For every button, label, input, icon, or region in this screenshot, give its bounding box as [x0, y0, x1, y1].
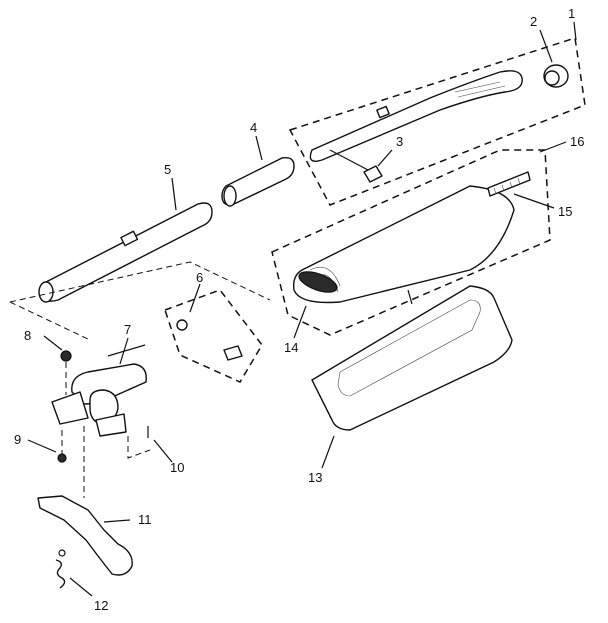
coupling-end [223, 185, 237, 207]
screw-9 [57, 453, 67, 463]
handle-group-outline [288, 37, 586, 206]
lower-wand-tube [38, 202, 213, 302]
spring-part [55, 549, 66, 589]
leader-7 [119, 337, 129, 365]
callout-2: 2 [530, 14, 537, 29]
plug-leader [329, 149, 369, 171]
callout-labels: 1 2 3 4 5 6 7 8 9 10 11 12 13 14 15 16 [14, 6, 584, 613]
callout-3: 3 [396, 134, 403, 149]
swivel-bracket-left [51, 391, 89, 425]
leader-4 [255, 135, 263, 161]
wand-base-outline [9, 261, 271, 303]
fastener-nut [176, 319, 188, 331]
leader-5 [171, 177, 177, 211]
callout-12: 12 [94, 598, 108, 613]
callout-14: 14 [284, 340, 298, 355]
fastener-group [164, 289, 263, 383]
wand-part [38, 202, 213, 303]
leader-3 [377, 149, 393, 167]
swivel-joint [89, 389, 119, 425]
callout-15: 15 [558, 204, 572, 219]
dust-bag [292, 185, 515, 304]
callout-5: 5 [164, 162, 171, 177]
outer-bag-cover [311, 285, 513, 431]
spring [55, 559, 66, 589]
lever [37, 495, 133, 576]
coupling-tube [221, 156, 295, 206]
spring-end [58, 549, 66, 557]
plug [363, 165, 383, 183]
leader-16 [539, 141, 567, 153]
bag-spring-coils [493, 177, 521, 195]
wand-slot [120, 230, 139, 247]
handle-slot [376, 105, 390, 119]
upper-handle-tube [309, 70, 523, 162]
leader-2 [539, 29, 553, 63]
callout-7: 7 [124, 322, 131, 337]
cover-inset [337, 299, 481, 397]
callout-4: 4 [250, 120, 257, 135]
coupling-part [221, 156, 295, 207]
handle-grip [454, 81, 506, 98]
wand-base-outline-left [9, 301, 91, 341]
swivel-assembly [51, 344, 151, 498]
swivel-bracket-right [95, 413, 127, 437]
fastener-group-outline [164, 289, 263, 383]
fastener-screw [223, 345, 243, 361]
leader-13 [321, 435, 335, 469]
plug-part [329, 149, 383, 183]
neck-leader [107, 344, 146, 357]
lever-leader [103, 519, 131, 523]
leader-9 [27, 439, 57, 453]
handle-upper-group [288, 37, 586, 206]
leader-12 [69, 577, 93, 597]
wand-end [38, 281, 54, 303]
bag-group-outline [271, 149, 551, 336]
leaders [27, 21, 577, 597]
callout-13: 13 [308, 470, 322, 485]
pin-10-outline [127, 436, 151, 459]
end-cap-inner [544, 70, 560, 86]
leader-14 [293, 305, 307, 339]
leader-10 [153, 439, 173, 463]
bag-spring-15 [487, 171, 531, 197]
leader-15 [513, 193, 555, 209]
end-cap-part [543, 64, 569, 88]
cover-leader [407, 289, 413, 305]
nut-8 [60, 350, 72, 362]
callout-10: 10 [170, 460, 184, 475]
callout-9: 9 [14, 432, 21, 447]
bag-opening [298, 271, 338, 293]
callout-1: 1 [568, 6, 575, 21]
leader-8 [43, 335, 63, 351]
bag-group [271, 149, 551, 336]
callout-11: 11 [138, 512, 152, 527]
callout-8: 8 [24, 328, 31, 343]
lever-part [37, 495, 133, 576]
leader-1 [573, 21, 577, 41]
callout-16: 16 [570, 134, 584, 149]
callout-6: 6 [196, 270, 203, 285]
bag-cover-part [311, 285, 513, 431]
leader-6 [189, 283, 201, 313]
